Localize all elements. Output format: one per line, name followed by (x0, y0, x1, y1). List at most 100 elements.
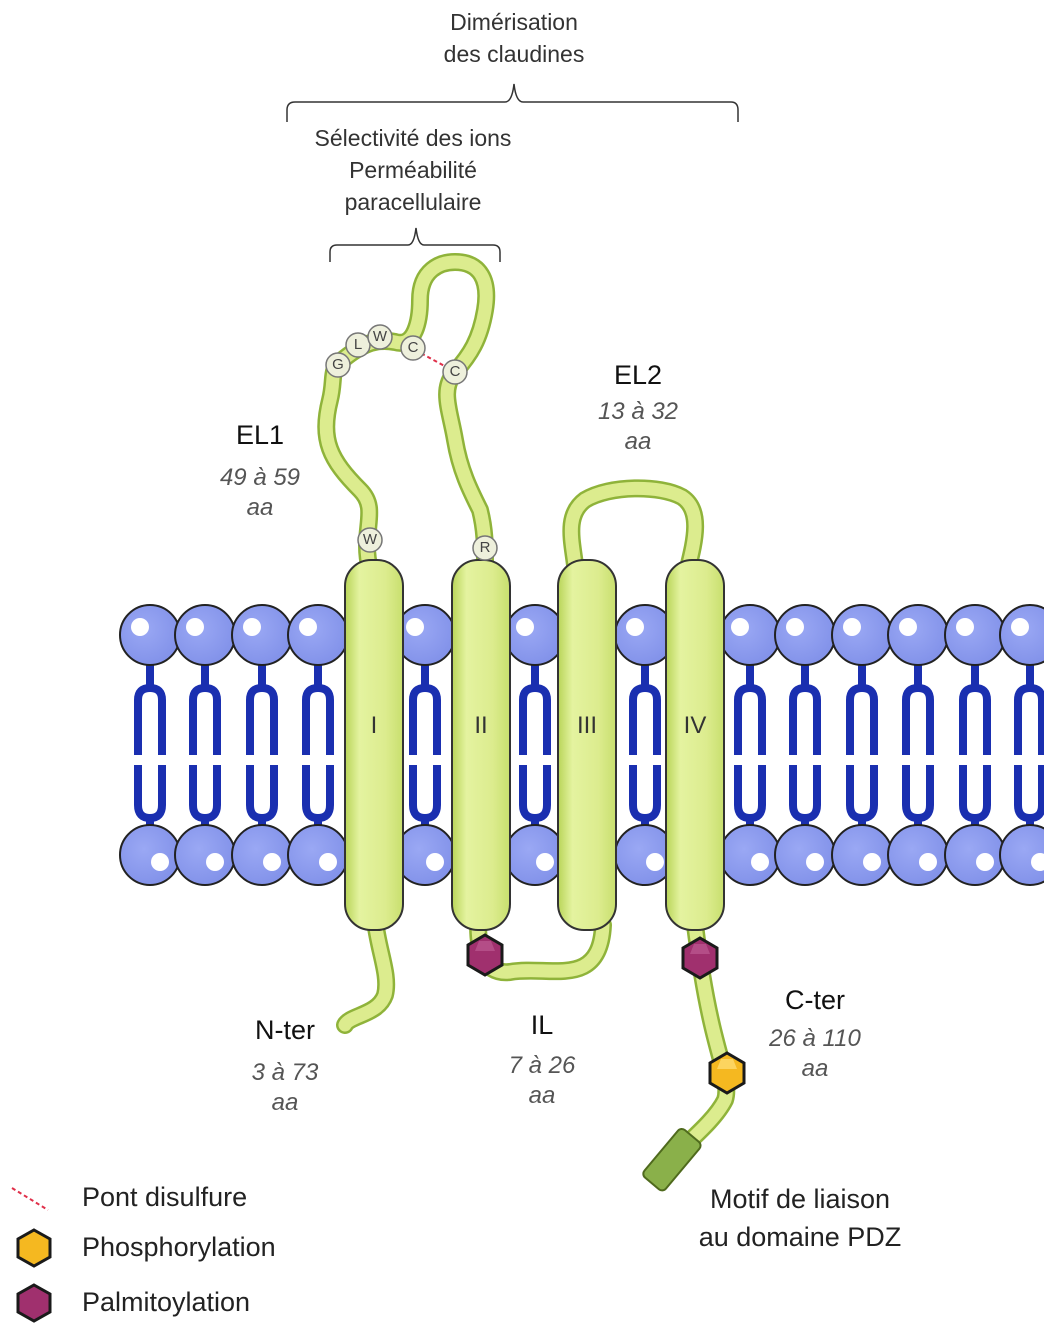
lipid-tail (906, 688, 930, 755)
helix-IV-label: IV (665, 712, 725, 740)
nter-label: N-ter 3 à 73 aa (225, 1015, 345, 1118)
lipid-head-highlight (426, 853, 444, 871)
lipid-tail (523, 765, 547, 818)
helix-III-label: III (557, 712, 617, 740)
lipid-head-highlight (206, 853, 224, 871)
pdz-label: Motif de liaison au domaine PDZ (660, 1180, 940, 1256)
lipid-head-highlight (1011, 618, 1029, 636)
lipid-head-highlight (976, 853, 994, 871)
lipid-tail (963, 688, 987, 755)
lipid-head-highlight (806, 853, 824, 871)
residue-l: L (346, 336, 370, 353)
lipid-head (232, 825, 292, 885)
lipid-head-highlight (956, 618, 974, 636)
lipid-tail (793, 688, 817, 755)
legend-palmitoylation-label: Palmitoylation (82, 1287, 250, 1318)
lipid-tail (906, 765, 930, 818)
helix-II (452, 560, 510, 930)
lipid-head (505, 825, 565, 885)
lipid-head (720, 825, 780, 885)
helix-I-label: I (344, 712, 404, 740)
legend-palmitoylation-icon (18, 1285, 50, 1321)
lipid-head-highlight (536, 853, 554, 871)
il-label: IL 7 à 26 aa (482, 1010, 602, 1111)
lipid-tail (850, 765, 874, 818)
lipid-head-highlight (626, 618, 644, 636)
lipid-head (120, 605, 180, 665)
lipid-head-highlight (263, 853, 281, 871)
lipid-head-highlight (151, 853, 169, 871)
dimerisation-bracket (287, 84, 738, 122)
residue-g: G (326, 356, 350, 373)
lipid-tail (138, 765, 162, 818)
lipid-head-highlight (919, 853, 937, 871)
lipid-tail (250, 688, 274, 755)
helix-III (558, 560, 616, 930)
lipid-tail (633, 765, 657, 818)
lipid-head-highlight (786, 618, 804, 636)
lipid-head (175, 825, 235, 885)
lipid-head-highlight (646, 853, 664, 871)
lipid-head-highlight (751, 853, 769, 871)
lipid-tail (738, 688, 762, 755)
legend-phosphorylation-label: Phosphorylation (82, 1232, 276, 1263)
lipid-head-highlight (243, 618, 261, 636)
lipid-tail (1018, 688, 1042, 755)
lipid-tail (306, 688, 330, 755)
dimerisation-label: Dimérisation des claudines (414, 6, 614, 70)
lipid-tail (1018, 765, 1042, 818)
lipid-head (888, 605, 948, 665)
legend-disulfide-label: Pont disulfure (82, 1182, 247, 1213)
residue-w1: W (368, 328, 392, 345)
lipid-head-highlight (186, 618, 204, 636)
lipid-tail (193, 765, 217, 818)
lipid-tail (193, 688, 217, 755)
lipid-head (832, 605, 892, 665)
lipid-head-highlight (299, 618, 317, 636)
helix-IV (666, 560, 724, 930)
legend-phosphorylation-icon (18, 1230, 50, 1266)
lipid-head-highlight (843, 618, 861, 636)
palmitoylation-site-2 (683, 938, 717, 978)
cter-label: C-ter 26 à 110 aa (755, 985, 875, 1084)
el2-label: EL2 13 à 32 aa (578, 360, 698, 457)
lipid-tail (413, 765, 437, 818)
lipid-head (775, 825, 835, 885)
lipid-head (288, 605, 348, 665)
lipid-tail (633, 688, 657, 755)
lipid-tail (138, 688, 162, 755)
lipid-head-highlight (319, 853, 337, 871)
lipid-head (505, 605, 565, 665)
phosphorylation-site (710, 1053, 744, 1093)
lipid-head-highlight (731, 618, 749, 636)
lipid-head (945, 825, 1005, 885)
lipid-head (720, 605, 780, 665)
lipid-head-highlight (131, 618, 149, 636)
lipid-tail (963, 765, 987, 818)
lipid-head-highlight (516, 618, 534, 636)
lipid-head (832, 825, 892, 885)
lipid-head (120, 825, 180, 885)
lipid-head (288, 825, 348, 885)
lipid-tail (850, 688, 874, 755)
lipid-tail (306, 765, 330, 818)
lipid-tail (793, 765, 817, 818)
el1-label: EL1 49 à 59 aa (200, 420, 320, 523)
selectivity-label: Sélectivité des ions Perméabilité parace… (298, 122, 528, 218)
lipid-head-highlight (899, 618, 917, 636)
lipid-head-highlight (863, 853, 881, 871)
lipid-head (232, 605, 292, 665)
lipid-tail (738, 765, 762, 818)
lipid-head (888, 825, 948, 885)
lipid-head (945, 605, 1005, 665)
residue-w2: W (358, 531, 382, 548)
lipid-tail (523, 688, 547, 755)
lipid-tail (413, 688, 437, 755)
legend-disulfide-icon (12, 1188, 48, 1210)
helix-I (345, 560, 403, 930)
helix-II-label: II (451, 712, 511, 740)
residue-r: R (473, 539, 497, 556)
lipid-head (775, 605, 835, 665)
lipid-head (175, 605, 235, 665)
